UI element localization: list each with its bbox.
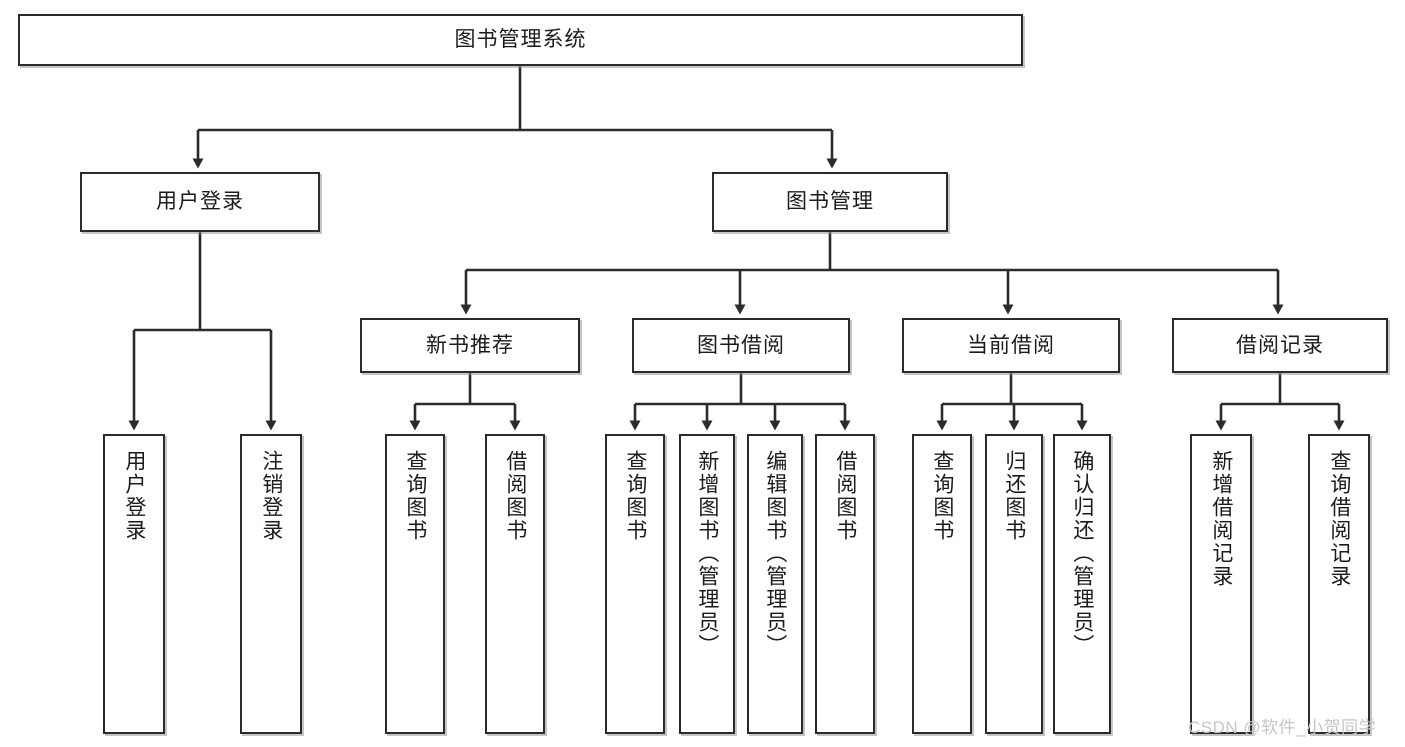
node-leaf-edit-book-label: 编辑图书（管理员） bbox=[763, 450, 787, 657]
node-leaf-return-book-label: 归还图书 bbox=[1002, 450, 1026, 542]
node-leaf-query-book-1-label: 查询图书 bbox=[403, 450, 427, 542]
node-user-login[interactable]: 用户登录 bbox=[80, 172, 320, 232]
node-leaf-add-record-label: 新增借阅记录 bbox=[1209, 450, 1233, 588]
node-leaf-return-book[interactable]: 归还图书 bbox=[985, 434, 1043, 734]
node-leaf-query-record-label: 查询借阅记录 bbox=[1327, 450, 1351, 588]
node-root-label: 图书管理系统 bbox=[454, 28, 587, 52]
node-root[interactable]: 图书管理系统 bbox=[18, 14, 1023, 66]
node-book-management-label: 图书管理 bbox=[786, 190, 874, 214]
node-leaf-add-book-label: 新增图书（管理员） bbox=[695, 450, 719, 657]
node-leaf-query-book-2-label: 查询图书 bbox=[623, 450, 647, 542]
node-book-management[interactable]: 图书管理 bbox=[712, 172, 948, 232]
node-leaf-confirm-return-label: 确认归还（管理员） bbox=[1070, 450, 1094, 657]
node-leaf-borrow-book-2-label: 借阅图书 bbox=[833, 450, 857, 542]
node-leaf-logout-label: 注销登录 bbox=[259, 450, 283, 542]
node-leaf-query-book-1[interactable]: 查询图书 bbox=[385, 434, 445, 734]
node-leaf-query-record[interactable]: 查询借阅记录 bbox=[1308, 434, 1370, 734]
node-current-borrow-label: 当前借阅 bbox=[967, 333, 1055, 357]
node-leaf-confirm-return[interactable]: 确认归还（管理员） bbox=[1053, 434, 1111, 734]
node-borrow-record[interactable]: 借阅记录 bbox=[1172, 318, 1388, 373]
node-new-book-recommend[interactable]: 新书推荐 bbox=[360, 318, 580, 373]
node-leaf-edit-book[interactable]: 编辑图书（管理员） bbox=[747, 434, 803, 734]
node-book-borrow[interactable]: 图书借阅 bbox=[632, 318, 850, 373]
node-leaf-add-record[interactable]: 新增借阅记录 bbox=[1190, 434, 1252, 734]
node-leaf-logout[interactable]: 注销登录 bbox=[240, 434, 302, 734]
node-leaf-query-book-2[interactable]: 查询图书 bbox=[605, 434, 665, 734]
node-current-borrow[interactable]: 当前借阅 bbox=[902, 318, 1120, 373]
node-borrow-record-label: 借阅记录 bbox=[1236, 333, 1324, 357]
node-book-borrow-label: 图书借阅 bbox=[697, 333, 785, 357]
node-leaf-query-book-3[interactable]: 查询图书 bbox=[912, 434, 972, 734]
node-leaf-query-book-3-label: 查询图书 bbox=[930, 450, 954, 542]
node-new-book-recommend-label: 新书推荐 bbox=[426, 333, 514, 357]
node-leaf-user-login[interactable]: 用户登录 bbox=[103, 434, 165, 734]
node-leaf-user-login-label: 用户登录 bbox=[122, 450, 146, 542]
node-leaf-borrow-book-2[interactable]: 借阅图书 bbox=[815, 434, 875, 734]
node-leaf-borrow-book-1[interactable]: 借阅图书 bbox=[485, 434, 545, 734]
node-leaf-borrow-book-1-label: 借阅图书 bbox=[503, 450, 527, 542]
node-user-login-label: 用户登录 bbox=[156, 190, 244, 214]
node-leaf-add-book[interactable]: 新增图书（管理员） bbox=[679, 434, 735, 734]
